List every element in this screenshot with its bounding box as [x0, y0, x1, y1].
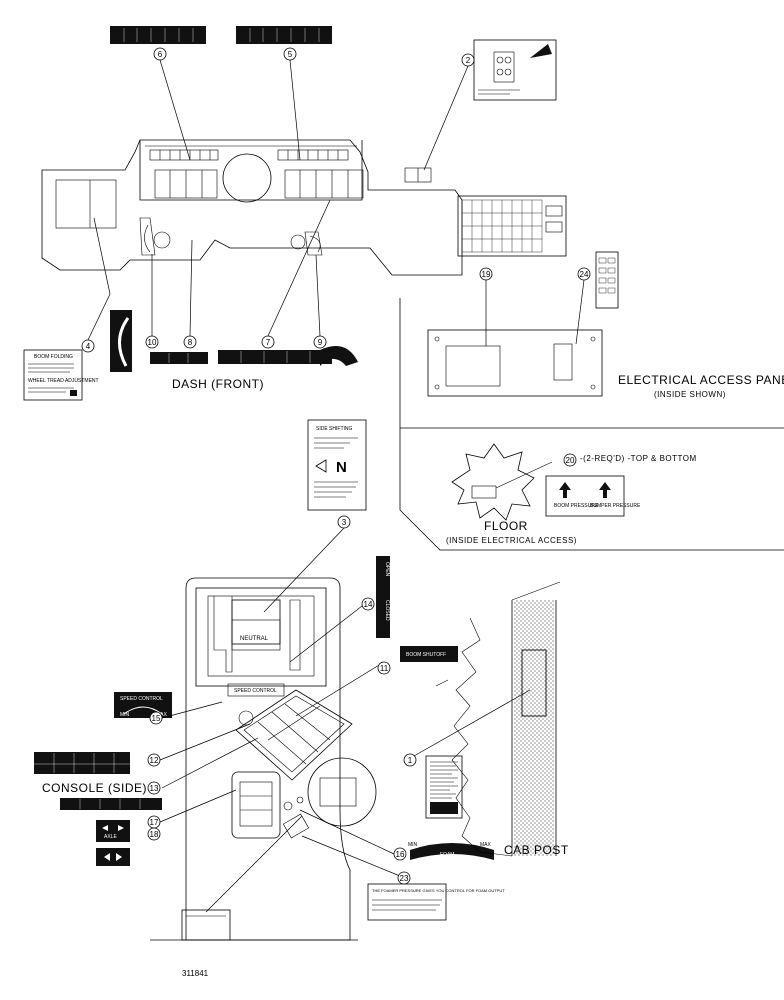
- label-dash-front: DASH (FRONT): [172, 377, 264, 391]
- label-electrical-access-panel: ELECTRICAL ACCESS PANEL: [618, 373, 784, 387]
- svg-text:SPEED CONTROL: SPEED CONTROL: [234, 688, 277, 694]
- svg-text:6: 6: [158, 50, 163, 59]
- neutral-label: NEUTRAL: [240, 636, 269, 642]
- decal-foam: MIN MAX FOAM: [408, 842, 494, 860]
- label-cab-post: CAB POST: [504, 843, 569, 857]
- drawing-number: 311841: [182, 969, 209, 978]
- decal-throttle: [110, 310, 132, 372]
- svg-text:2: 2: [466, 56, 471, 65]
- callout-bubbles: [81, 47, 591, 885]
- svg-text:24: 24: [580, 270, 589, 279]
- dash-right-switch-row: [277, 149, 364, 199]
- svg-text:SIDE SHIFTING: SIDE SHIFTING: [316, 426, 353, 432]
- electrical-access-panel-view: ELECTRICAL ACCESS PANEL (INSIDE SHOWN): [399, 195, 784, 551]
- svg-text:9: 9: [318, 338, 323, 347]
- console-side-view: NEUTRAL SPEED CONTROL CONSOLE (SIDE): [42, 577, 377, 941]
- svg-text:5: 5: [288, 50, 293, 59]
- svg-text:BOOM PRESSURE: BOOM PRESSURE: [554, 503, 599, 509]
- svg-text:WHEEL TREAD ADJUSTMENT: WHEEL TREAD ADJUSTMENT: [28, 378, 99, 384]
- decal-strip-5: [236, 26, 332, 44]
- svg-text:7: 7: [266, 338, 271, 347]
- svg-text:OPEN: OPEN: [384, 562, 390, 577]
- svg-text:17: 17: [150, 818, 159, 827]
- side-shifting-n: N: [336, 459, 347, 476]
- decal-foamer-note: THE FOAMER PRESSURE GIVES YOU CONTROL FO…: [367, 883, 505, 921]
- svg-text:3: 3: [342, 518, 347, 527]
- label-console-side: CONSOLE (SIDE): [42, 781, 147, 795]
- callout-numbers: 6 5 2 4 10 8 7 9 3 14 11 15 12 13 17 18 …: [86, 50, 589, 883]
- svg-text:10: 10: [148, 338, 157, 347]
- svg-text:BOOM SHUTOFF: BOOM SHUTOFF: [406, 652, 446, 658]
- svg-text:MAX: MAX: [156, 712, 168, 718]
- svg-text:8: 8: [188, 338, 193, 347]
- decal-arc-9: [320, 346, 358, 366]
- dash-left-switch-row: [149, 149, 219, 199]
- svg-text:20: 20: [566, 456, 575, 465]
- svg-text:BUMPER PRESSURE: BUMPER PRESSURE: [590, 503, 641, 509]
- decal-open-closed: OPEN CLOSED: [376, 556, 390, 638]
- decal-strip-13: [60, 798, 162, 810]
- decal-side-shifting: SIDE SHIFTING N: [307, 419, 367, 511]
- svg-text:1: 1: [408, 756, 413, 765]
- decal-strip-6: [110, 26, 206, 44]
- svg-text:MIN: MIN: [408, 842, 418, 848]
- svg-text:MIN: MIN: [120, 712, 130, 718]
- svg-text:4: 4: [86, 342, 91, 351]
- svg-text:MAX: MAX: [480, 842, 492, 848]
- svg-text:15: 15: [152, 714, 161, 723]
- svg-text:THE FOAMER PRESSURE GIVES YOU: THE FOAMER PRESSURE GIVES YOU CONTROL FO…: [372, 888, 505, 893]
- floor-view: BOOM PRESSURE BUMPER PRESSURE -(2-REQ'D)…: [446, 443, 697, 545]
- svg-text:CLOSED: CLOSED: [384, 600, 390, 621]
- decal-axle: AXLE: [96, 820, 130, 842]
- svg-text:16: 16: [396, 850, 405, 859]
- decal-strip-12: [34, 752, 130, 774]
- floor-note: -(2-REQ'D) -TOP & BOTTOM: [580, 454, 697, 463]
- svg-text:19: 19: [482, 270, 491, 279]
- decal-axle-arrows: [96, 848, 130, 866]
- decal-boom-folding: BOOM FOLDING WHEEL TREAD ADJUSTMENT: [23, 349, 99, 401]
- cab-post-stipple: [514, 600, 554, 856]
- label-inside-electrical-access: (INSIDE ELECTRICAL ACCESS): [446, 536, 577, 545]
- svg-text:BOOM FOLDING: BOOM FOLDING: [34, 354, 73, 360]
- label-floor: FLOOR: [484, 519, 528, 533]
- leader-lines: [87, 59, 585, 913]
- decal-boom-shutoff: BOOM SHUTOFF: [400, 646, 458, 662]
- dash-gauge: [222, 153, 272, 203]
- svg-text:23: 23: [400, 874, 409, 883]
- decal-speed-control: SPEED CONTROL MIN MAX: [114, 692, 172, 718]
- dash-front-view: DASH (FRONT): [41, 139, 463, 391]
- svg-text:AXLE: AXLE: [104, 834, 117, 840]
- svg-text:13: 13: [150, 784, 159, 793]
- cab-post-view: CAB POST: [425, 581, 569, 857]
- svg-text:11: 11: [380, 664, 389, 673]
- svg-text:12: 12: [150, 756, 159, 765]
- svg-text:18: 18: [150, 830, 159, 839]
- svg-text:SPEED CONTROL: SPEED CONTROL: [120, 696, 163, 702]
- label-inside-shown: (INSIDE SHOWN): [654, 390, 726, 399]
- decal-strip-8: [150, 352, 208, 364]
- svg-text:FOAM: FOAM: [440, 852, 454, 858]
- svg-text:14: 14: [364, 600, 373, 609]
- decal-hand-controls: [473, 39, 557, 101]
- decal-strip-7: [218, 350, 332, 364]
